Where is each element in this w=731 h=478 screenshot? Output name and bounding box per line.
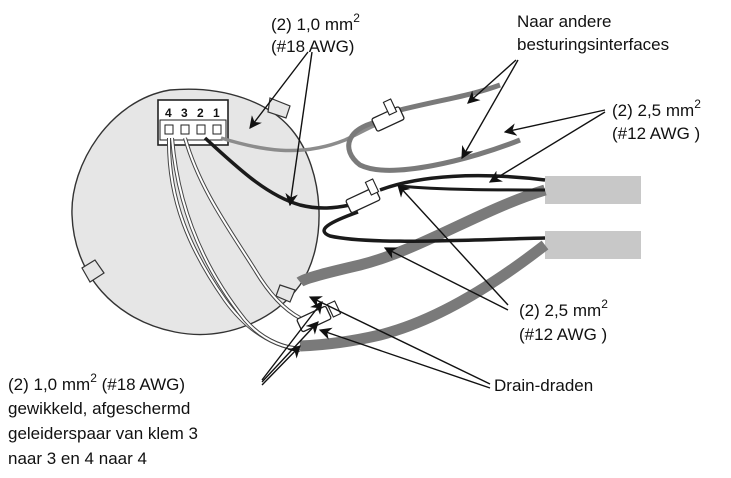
terminal-label-2: 2 [197,106,204,120]
arrow-naar-upper [467,59,517,104]
label-bottom-line3: geleiderspaar van klem 3 [8,424,198,443]
label-bottom-sup: 2 [90,371,97,385]
label-naar-line2: besturingsinterfaces [517,35,669,54]
label-right-mm: (2) 2,5 mm [612,101,694,120]
arrow-right-lower [488,111,606,183]
label-mid-wires: (2) 2,5 mm2 (#12 AWG ) [519,297,608,344]
arrow-drain-upper [308,296,491,385]
wire-connector-upper [371,98,405,132]
label-mid-sup: 2 [601,297,608,311]
label-bottom-pair: (2) 1,0 mm2 (#18 AWG) gewikkeld, afgesch… [8,371,198,468]
label-naar-line1: Naar andere [517,12,612,31]
wire-connector-middle [345,178,381,214]
svg-text:(2) 1,0 mm2: (2) 1,0 mm2 [271,11,360,34]
svg-text:(2) 1,0 mm2 (#18 AWG): (2) 1,0 mm2 (#18 AWG) [8,371,185,394]
label-bottom-rest: (#18 AWG) [97,375,185,394]
arrow-right-upper [503,109,606,136]
annotation-arrows [249,51,606,389]
cable-jackets [545,176,641,259]
label-right-awg: (#12 AWG ) [612,124,700,143]
terminal-wires [166,122,379,352]
label-right-sup: 2 [694,97,701,111]
label-top-sup: 2 [353,11,360,25]
arrow-bottom-upper [261,301,323,381]
arrow-bottom-lower [261,321,319,383]
label-bottom-line2: gewikkeld, afgeschermd [8,399,190,418]
svg-text:(2) 2,5 mm2: (2) 2,5 mm2 [612,97,701,120]
label-top-mm: (2) 1,0 mm [271,15,353,34]
arrow-mid-lower [383,247,509,311]
label-bottom-mm: (2) 1,0 mm [8,375,90,394]
arrow-naar-lower [461,59,519,160]
label-top-awg: (#18 AWG) [271,37,354,56]
arrow-bottom-third [261,345,301,386]
label-naar-andere: Naar andere besturingsinterfaces [517,12,669,54]
label-drain: Drain-draden [494,376,593,395]
terminal-label-1: 1 [213,106,220,120]
label-mid-awg: (#12 AWG ) [519,325,607,344]
label-bottom-line4: naar 3 en 4 naar 4 [8,449,147,468]
arrow-drain-lower [318,327,491,389]
terminal-block: 4 3 2 1 [157,99,229,146]
black-wires [322,173,546,243]
arrow-top-to-terminal [249,51,309,130]
label-mid-mm: (2) 2,5 mm [519,301,601,320]
terminal-label-4: 4 [165,106,172,120]
arrow-top-to-black-wire [285,51,313,207]
svg-text:(2) 2,5 mm2: (2) 2,5 mm2 [519,297,608,320]
label-top-wires: (2) 1,0 mm2 (#18 AWG) [271,11,360,56]
terminal-label-3: 3 [181,106,188,120]
arrow-mid-upper [397,184,509,306]
label-right-wires: (2) 2,5 mm2 (#12 AWG ) [612,97,701,143]
